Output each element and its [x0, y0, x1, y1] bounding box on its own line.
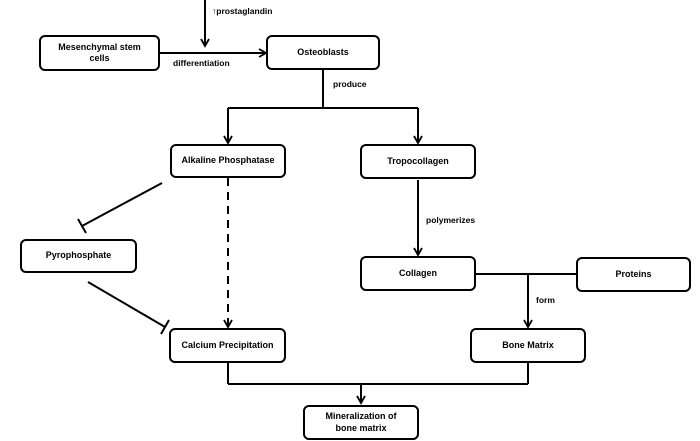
label-produce: produce [333, 79, 367, 89]
pyrophosphate-inhibits-calcium [87, 281, 166, 328]
node-tropocollagen: Tropocollagen [360, 144, 476, 179]
node-alkaline-phosphatase: Alkaline Phosphatase [170, 144, 286, 178]
node-bone-matrix: Bone Matrix [470, 328, 586, 363]
node-proteins: Proteins [576, 257, 691, 292]
label-polymerizes: polymerizes [426, 215, 476, 225]
node-pyrophosphate: Pyrophosphate [20, 239, 137, 273]
alp-inhibits-pyrophosphate [81, 182, 163, 227]
alp-inhibition-bar [77, 218, 87, 234]
label-prostaglandin: ↑prostaglandin [212, 6, 273, 16]
label-form: form [536, 295, 555, 305]
label-differentiation: differentiation [173, 58, 230, 68]
node-osteoblasts: Osteoblasts [266, 35, 380, 70]
node-mesenchymal-stem-cells: Mesenchymal stem cells [39, 35, 160, 71]
node-calcium-precipitation: Calcium Precipitation [169, 328, 286, 363]
node-mineralization: Mineralization of bone matrix [303, 405, 419, 440]
pyrophosphate-inhibition-bar [160, 319, 170, 335]
node-collagen: Collagen [360, 256, 476, 291]
